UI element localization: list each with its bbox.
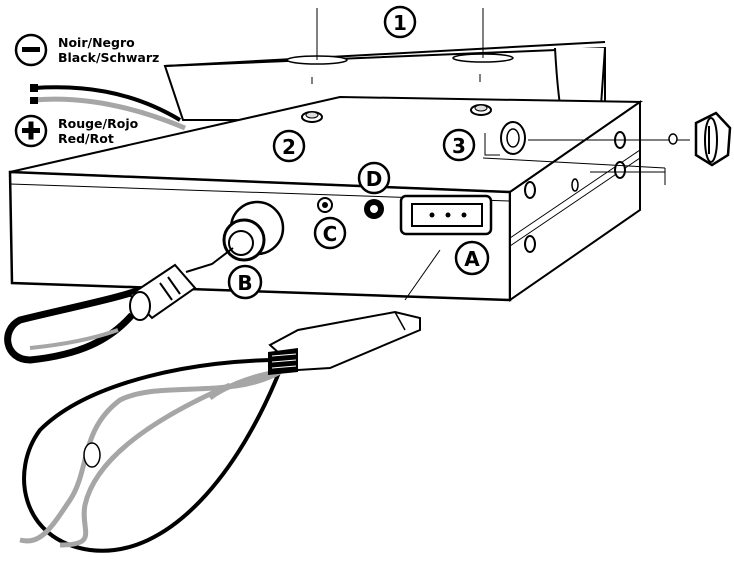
svg-text:D: D [366,167,383,191]
svg-text:C: C [323,222,338,246]
positive-label-line1: Rouge/Rojo [58,116,139,131]
svg-text:A: A [464,247,480,271]
power-socket [399,194,493,301]
svg-text:1: 1 [393,11,407,35]
callout-2: 2 [272,129,306,163]
callout-3: 3 [442,128,476,162]
positive-label-line2: Red/Rot [58,131,114,146]
callout-d: D [357,161,391,195]
callout-1: 1 [383,5,417,39]
jack-c [317,197,333,213]
top-screws [301,104,492,123]
antenna-socket [222,200,285,262]
svg-text:2: 2 [282,135,296,159]
lead-wires [30,84,186,131]
svg-text:B: B [237,271,252,295]
negative-label-line2: Black/Schwarz [58,50,159,65]
legend-positive: Rouge/Rojo Red/Rot [14,114,139,148]
antenna-cable [4,247,234,364]
power-cable [19,310,421,553]
svg-text:3: 3 [452,134,466,158]
callout-c: C [313,216,347,250]
legend-negative: Noir/Negro Black/Schwarz [14,33,159,67]
callout-a: A [454,240,490,276]
callout-b: B [227,264,263,300]
jack-d [364,199,384,219]
mounting-knob [482,111,732,185]
negative-label-line1: Noir/Negro [58,35,135,50]
